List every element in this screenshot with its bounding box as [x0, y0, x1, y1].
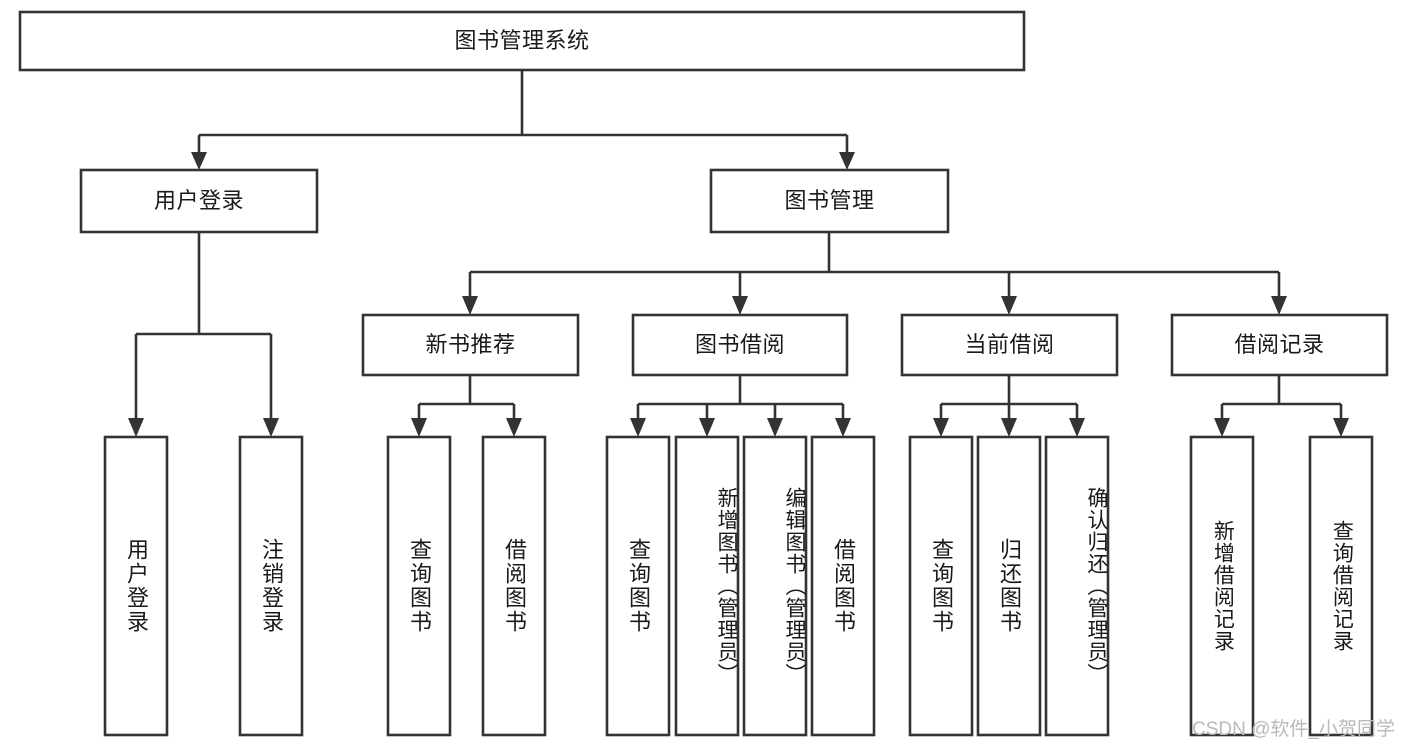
node-box-leaf-new-book-1: [481, 435, 547, 737]
node-box-leaf-book-borrow-2: [742, 435, 808, 737]
node-box-leaf-current-borrow-0: [908, 435, 974, 737]
node-leaf-borrow-record-1[interactable]: [1310, 437, 1372, 735]
node-box-borrow-record: [1170, 313, 1389, 377]
node-leaf-current-borrow-0[interactable]: [910, 437, 972, 735]
node-box-leaf-user-login-0: [103, 435, 169, 737]
node-box-book-borrow: [631, 313, 849, 377]
node-leaf-book-borrow-2[interactable]: [744, 437, 806, 735]
node-user-login[interactable]: [81, 170, 317, 232]
node-leaf-borrow-record-0[interactable]: [1191, 437, 1253, 735]
node-borrow-record[interactable]: [1172, 315, 1387, 375]
node-leaf-book-borrow-1[interactable]: [676, 437, 738, 735]
node-leaf-new-book-0[interactable]: [388, 437, 450, 735]
node-box-leaf-current-borrow-1: [976, 435, 1042, 737]
node-leaf-user-login-1[interactable]: [240, 437, 302, 735]
connector-borrowrecord-to-leaves: [1214, 375, 1349, 437]
node-leaf-current-borrow-2[interactable]: [1046, 437, 1108, 735]
connector-currentborrow-to-leaves: [933, 375, 1085, 437]
node-book-management[interactable]: [711, 170, 948, 232]
node-current-borrow[interactable]: [902, 315, 1117, 375]
node-box-leaf-current-borrow-2: [1044, 435, 1110, 737]
node-box-leaf-book-borrow-3: [810, 435, 876, 737]
node-leaf-book-borrow-3[interactable]: [812, 437, 874, 735]
node-leaf-user-login-0[interactable]: [105, 437, 167, 735]
node-leaf-current-borrow-1[interactable]: [978, 437, 1040, 735]
node-box-new-book-recommend: [361, 313, 580, 377]
node-box-leaf-borrow-record-0: [1189, 435, 1255, 737]
connector-root-to-level2: [191, 70, 855, 170]
node-box-current-borrow: [900, 313, 1119, 377]
node-leaf-book-borrow-0[interactable]: [607, 437, 669, 735]
node-box-root: [18, 10, 1026, 72]
connector-userlogin-to-leaves: [128, 232, 279, 437]
node-box-leaf-book-borrow-1: [674, 435, 740, 737]
node-box-leaf-user-login-1: [238, 435, 304, 737]
node-root[interactable]: [20, 12, 1024, 70]
node-box-leaf-borrow-record-1: [1308, 435, 1374, 737]
node-box-user-login: [79, 168, 319, 234]
node-box-book-management: [709, 168, 950, 234]
node-book-borrow[interactable]: [633, 315, 847, 375]
node-box-leaf-book-borrow-0: [605, 435, 671, 737]
node-leaf-new-book-1[interactable]: [483, 437, 545, 735]
node-new-book-recommend[interactable]: [363, 315, 578, 375]
connector-bookborrow-to-leaves: [630, 375, 851, 437]
node-box-leaf-new-book-0: [386, 435, 452, 737]
connector-bookmgmt-to-level3: [462, 232, 1287, 315]
connector-newbook-to-leaves: [411, 375, 522, 437]
